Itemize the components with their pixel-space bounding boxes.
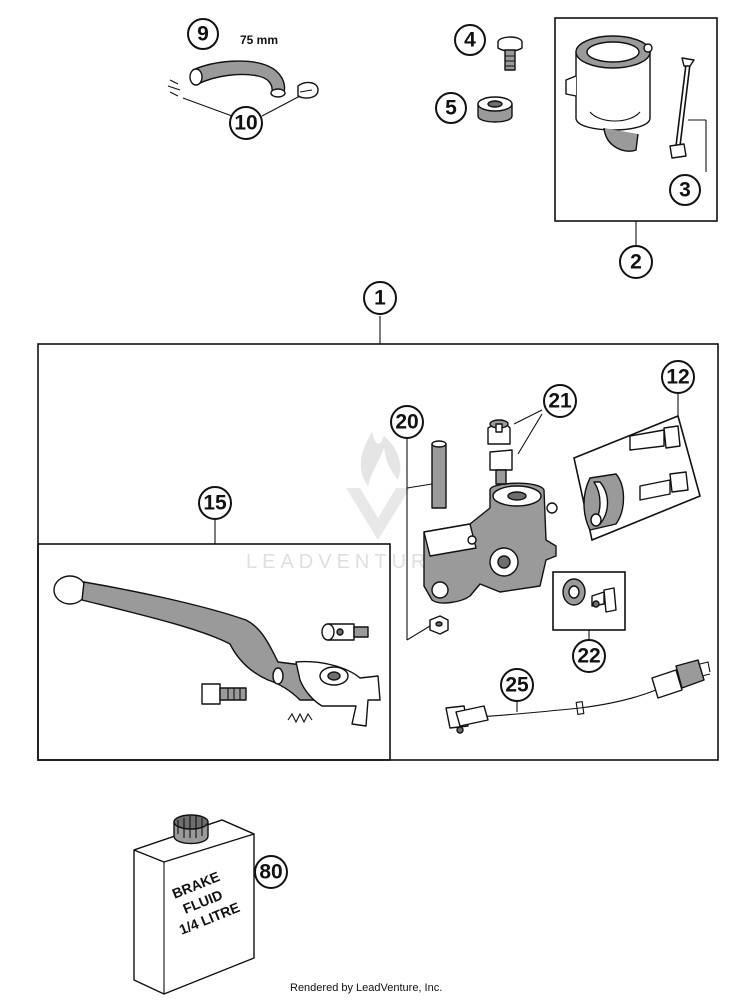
callout-10[interactable]: 10 — [229, 106, 263, 140]
grommet-part — [477, 96, 513, 123]
callout-9-number: 9 — [197, 23, 209, 46]
master-cylinder-part — [423, 482, 558, 604]
callout-21[interactable]: 21 — [543, 384, 577, 418]
callout-21-number: 21 — [548, 390, 572, 413]
callout-25[interactable]: 25 — [500, 668, 534, 702]
callout-22-number: 22 — [577, 645, 600, 668]
callout-80[interactable]: 80 — [254, 855, 288, 889]
callout-2-number: 2 — [630, 251, 642, 274]
callout-4-number: 4 — [464, 29, 476, 52]
pivot-pin-part — [431, 440, 447, 509]
callout-12[interactable]: 12 — [661, 360, 695, 394]
callout-15[interactable]: 15 — [198, 486, 232, 520]
nut-part — [429, 615, 449, 635]
callout-3[interactable]: 3 — [669, 174, 701, 206]
footer-credit: Rendered by LeadVenture, Inc. — [290, 982, 442, 994]
brake-switch-part — [445, 659, 711, 734]
callout-25-number: 25 — [505, 674, 529, 697]
callout-20-number: 20 — [395, 411, 418, 434]
lever-bolt-part — [201, 683, 247, 705]
callout-80-number: 80 — [259, 861, 282, 884]
callout-20[interactable]: 20 — [390, 405, 424, 439]
callout-10-number: 10 — [234, 112, 257, 135]
callout-9[interactable]: 9 — [187, 18, 219, 50]
hose-length-label: 75 mm — [240, 33, 278, 47]
reservoir-part — [565, 35, 707, 172]
clamp-bracket-part — [583, 425, 689, 531]
watermark-text: LEADVENTURE — [246, 551, 449, 573]
repair-kit-part — [562, 578, 617, 613]
callout-15-number: 15 — [203, 492, 227, 515]
watermark-logo: LEADVENTURE — [246, 432, 449, 573]
callout-5[interactable]: 5 — [435, 92, 467, 124]
callout-4[interactable]: 4 — [454, 24, 486, 56]
hose-assembly: 75 mm — [167, 33, 319, 117]
screw-part — [497, 36, 523, 71]
callout-1-number: 1 — [374, 287, 386, 310]
callout-1[interactable]: 1 — [363, 281, 397, 315]
brake-fluid-bottle: BRAKE FLUID 1/4 LITRE — [133, 814, 255, 995]
callout-5-number: 5 — [445, 97, 457, 120]
lever-spring-part — [287, 712, 313, 724]
lever-adjuster-part — [321, 623, 369, 641]
callout-2[interactable]: 2 — [619, 245, 653, 279]
callout-12-number: 12 — [666, 366, 689, 389]
brake-lever-part — [53, 575, 381, 727]
callout-22[interactable]: 22 — [572, 639, 606, 673]
callout-3-number: 3 — [679, 179, 691, 202]
lever-box — [37, 543, 391, 761]
bleeder-part — [487, 409, 543, 485]
